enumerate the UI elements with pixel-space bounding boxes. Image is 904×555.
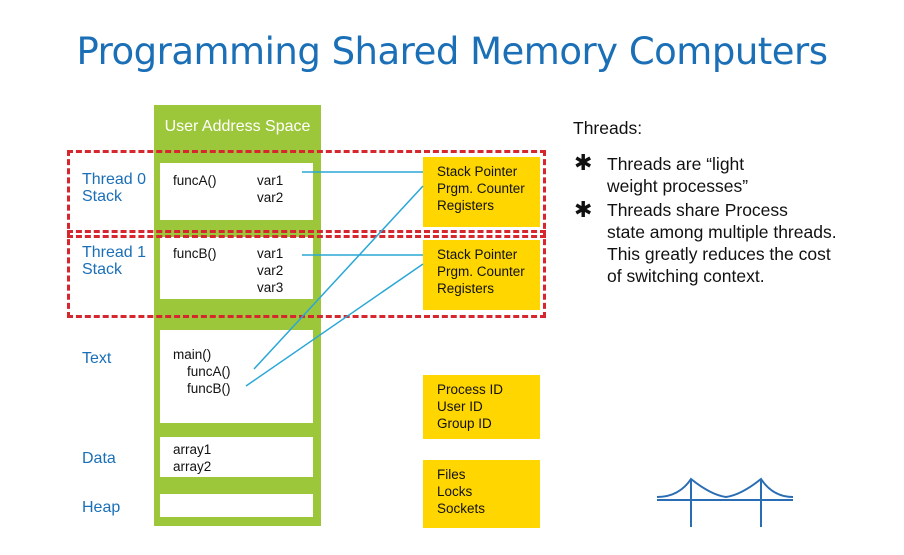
heap-segment-label: Heap: [82, 499, 121, 516]
thread1-var-2: var2: [257, 263, 284, 278]
bullet-2: Threads share Process state among multip…: [607, 199, 837, 287]
bullet-2-line-3: This greatly reduces the cost: [607, 244, 831, 264]
thread0-registers: Registers: [437, 198, 495, 213]
thread0-registers-box: Stack Pointer Prgm. Counter Registers: [423, 157, 540, 227]
text-segment-label: Text: [82, 350, 112, 367]
thread0-var-2: var2: [257, 190, 284, 205]
thread1-registers-box: Stack Pointer Prgm. Counter Registers: [423, 240, 540, 310]
process-info-box: Process ID User ID Group ID: [423, 375, 540, 439]
text-line-funcB: funcB(): [187, 381, 231, 396]
thread0-var-1: var1: [257, 173, 284, 188]
thread0-pc-connector: [253, 185, 424, 370]
bullet-2-line-2: state among multiple threads.: [607, 222, 837, 242]
asterisk-icon: ✱: [574, 150, 593, 175]
thread0-dashed-outline: [67, 150, 546, 238]
bullet-2-line-4: of switching context.: [607, 266, 765, 286]
process-id: Process ID: [437, 382, 504, 397]
user-id: User ID: [437, 399, 483, 414]
thread1-pc-connector: [245, 263, 424, 387]
thread0-stack-label: Thread 0 Stack: [82, 171, 147, 205]
text-line-funcA: funcA(): [187, 364, 231, 379]
thread1-program-counter: Prgm. Counter: [437, 264, 525, 279]
text-line-main: main(): [173, 347, 212, 362]
heap-segment: [160, 494, 313, 517]
page-title: Programming Shared Memory Computers: [76, 30, 828, 73]
bullet-1-line-2: weight processes”: [607, 176, 749, 196]
data-line-array2: array2: [173, 459, 212, 474]
locks: Locks: [437, 484, 473, 499]
thread0-stack-pointer: Stack Pointer: [437, 164, 518, 179]
text-segment: [160, 330, 313, 423]
data-segment: [160, 437, 313, 477]
resources-box: Files Locks Sockets: [423, 460, 540, 528]
thread1-stack-segment: [160, 237, 313, 299]
thread1-stack-label: Thread 1 Stack: [82, 244, 147, 278]
threads-heading: Threads:: [573, 118, 643, 138]
data-line-array1: array1: [173, 442, 212, 457]
thread1-var-3: var3: [257, 280, 284, 295]
thread1-stack-pointer: Stack Pointer: [437, 247, 518, 262]
thread0-program-counter: Prgm. Counter: [437, 181, 525, 196]
bullet-2-line-1: Threads share Process: [607, 200, 788, 220]
data-segment-label: Data: [82, 450, 116, 467]
bullet-1-line-1: Threads are “light: [607, 154, 745, 174]
files: Files: [437, 467, 466, 482]
group-id: Group ID: [437, 416, 492, 431]
asterisk-icon: ✱: [574, 197, 593, 222]
thread0-func: funcA(): [173, 173, 217, 188]
thread0-stack-segment: [160, 163, 313, 220]
thread1-func: funcB(): [173, 246, 217, 261]
sockets: Sockets: [437, 501, 486, 516]
thread1-dashed-outline: [67, 230, 546, 318]
address-space-header: User Address Space: [164, 118, 311, 135]
bullet-1: Threads are “light weight processes”: [607, 153, 748, 197]
bridge-icon: [656, 477, 794, 527]
thread1-var-1: var1: [257, 246, 284, 261]
thread1-registers: Registers: [437, 281, 495, 296]
